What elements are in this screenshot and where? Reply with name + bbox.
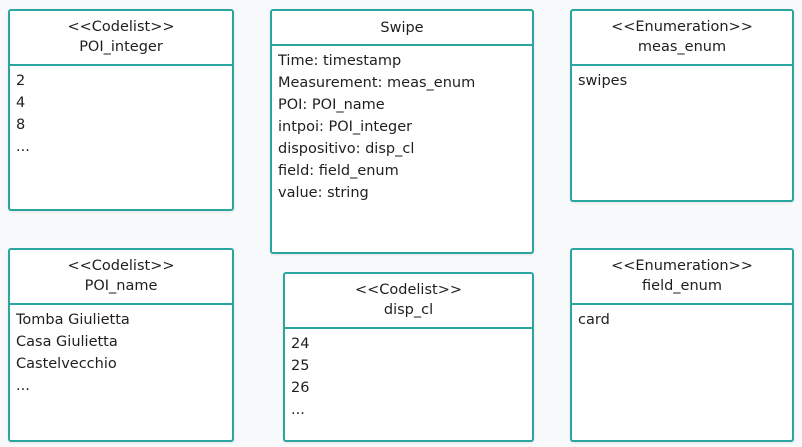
- class-field-enum-values: card: [572, 305, 792, 335]
- codelist-value: ...: [291, 402, 305, 418]
- class-disp-cl-header: <<Codelist>> disp_cl: [285, 274, 532, 329]
- attribute: Measurement: meas_enum: [278, 75, 476, 91]
- enum-literal: swipes: [578, 73, 628, 89]
- class-field-enum[interactable]: <<Enumeration>> field_enum card: [570, 248, 794, 442]
- enum-literal: card: [578, 312, 610, 328]
- codelist-value: Castelvecchio: [16, 356, 117, 372]
- class-swipe[interactable]: Swipe Time: timestamp Measurement: meas_…: [270, 9, 534, 254]
- class-name: field_enum: [642, 278, 722, 294]
- class-name: POI_integer: [79, 39, 163, 55]
- class-disp-cl-values: 24 25 26 ...: [285, 329, 532, 425]
- attribute: Time: timestamp: [278, 53, 402, 69]
- attribute: POI: POI_name: [278, 97, 385, 113]
- class-field-enum-header: <<Enumeration>> field_enum: [572, 250, 792, 305]
- class-poi-integer[interactable]: <<Codelist>> POI_integer 2 4 8 ...: [8, 9, 234, 211]
- attribute: value: string: [278, 185, 369, 201]
- class-poi-integer-header: <<Codelist>> POI_integer: [10, 11, 232, 66]
- codelist-value: Tomba Giulietta: [16, 312, 130, 328]
- codelist-value: 25: [291, 358, 310, 374]
- class-swipe-header: Swipe: [272, 11, 532, 46]
- class-name: disp_cl: [383, 302, 434, 318]
- class-name: POI_name: [84, 278, 158, 294]
- stereotype-label: <<Enumeration>>: [611, 19, 753, 35]
- stereotype-label: <<Enumeration>>: [611, 258, 753, 274]
- attribute: intpoi: POI_integer: [278, 119, 413, 135]
- class-meas-enum-values: swipes: [572, 66, 792, 96]
- class-poi-name[interactable]: <<Codelist>> POI_name Tomba Giulietta Ca…: [8, 248, 234, 442]
- codelist-value: 26: [291, 380, 310, 396]
- stereotype-label: <<Codelist>>: [67, 19, 175, 35]
- class-meas-enum[interactable]: <<Enumeration>> meas_enum swipes: [570, 9, 794, 202]
- class-poi-name-header: <<Codelist>> POI_name: [10, 250, 232, 305]
- attribute: dispositivo: disp_cl: [278, 141, 415, 157]
- codelist-value: ...: [16, 378, 30, 394]
- stereotype-label: <<Codelist>>: [67, 258, 175, 274]
- codelist-value: 2: [16, 73, 26, 89]
- codelist-value: Casa Giulietta: [16, 334, 118, 350]
- stereotype-label: <<Codelist>>: [354, 282, 462, 298]
- codelist-value: 8: [16, 117, 26, 133]
- codelist-value: 24: [291, 336, 310, 352]
- class-meas-enum-header: <<Enumeration>> meas_enum: [572, 11, 792, 66]
- class-swipe-attributes: Time: timestamp Measurement: meas_enum P…: [272, 46, 532, 208]
- codelist-value: ...: [16, 139, 30, 155]
- class-disp-cl[interactable]: <<Codelist>> disp_cl 24 25 26 ...: [283, 272, 534, 442]
- class-poi-name-values: Tomba Giulietta Casa Giulietta Castelvec…: [10, 305, 232, 401]
- codelist-value: 4: [16, 95, 26, 111]
- class-name: Swipe: [380, 20, 424, 36]
- class-name: meas_enum: [637, 39, 727, 55]
- attribute: field: field_enum: [278, 163, 399, 179]
- class-poi-integer-values: 2 4 8 ...: [10, 66, 232, 162]
